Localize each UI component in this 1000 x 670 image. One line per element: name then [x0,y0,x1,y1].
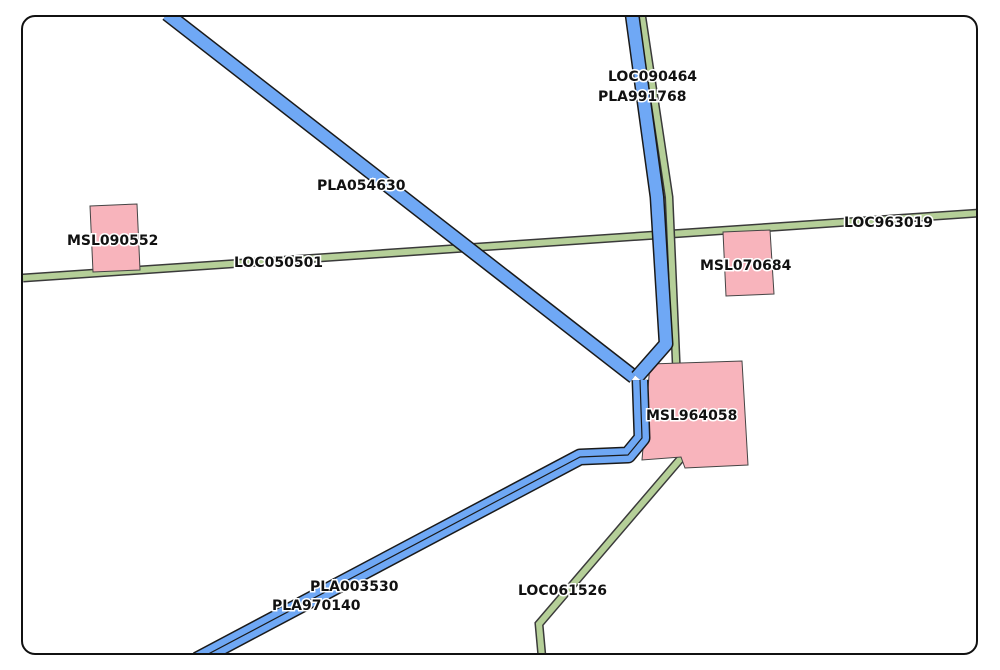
label-pla003530: PLA003530 [310,579,399,595]
site-msl070684[interactable] [722,229,775,297]
pipe-pla970140-divider [208,379,643,653]
label-loc050501: LOC050501 [234,255,323,271]
label-layer: LOC090464 PLA991768 PLA054630 MSL090552 … [66,68,935,616]
label-msl090552: MSL090552 [67,233,158,249]
pipe-pla003530[interactable] [193,379,651,655]
road-layer [23,17,976,655]
label-loc061526: LOC061526 [518,583,607,599]
site-layer [89,203,775,469]
road-loc090464-fill [639,17,680,383]
pipe-pla054630-fill [163,17,638,382]
label-loc090464: LOC090464 [608,69,697,85]
road-loc061526[interactable] [534,454,686,655]
site-msl964058[interactable] [641,360,749,469]
label-pla970140: PLA970140 [272,598,361,614]
road-loc050501-fill [23,210,976,281]
label-msl964058: MSL964058 [646,408,737,424]
pipeline-layer [162,17,674,655]
map-frame[interactable]: LOC090464 PLA991768 PLA054630 MSL090552 … [21,15,978,655]
road-loc061526-fill [535,455,685,653]
label-loc963019: LOC963019 [844,215,933,231]
label-pla054630: PLA054630 [317,178,406,194]
map-canvas[interactable]: LOC090464 PLA991768 PLA054630 MSL090552 … [23,17,978,655]
label-msl070684: MSL070684 [700,258,792,274]
pipe-pla003530-fill [195,379,649,653]
site-msl090552[interactable] [89,203,141,273]
label-pla991768: PLA991768 [598,89,686,105]
pipe-pla991768-fill [626,17,672,381]
